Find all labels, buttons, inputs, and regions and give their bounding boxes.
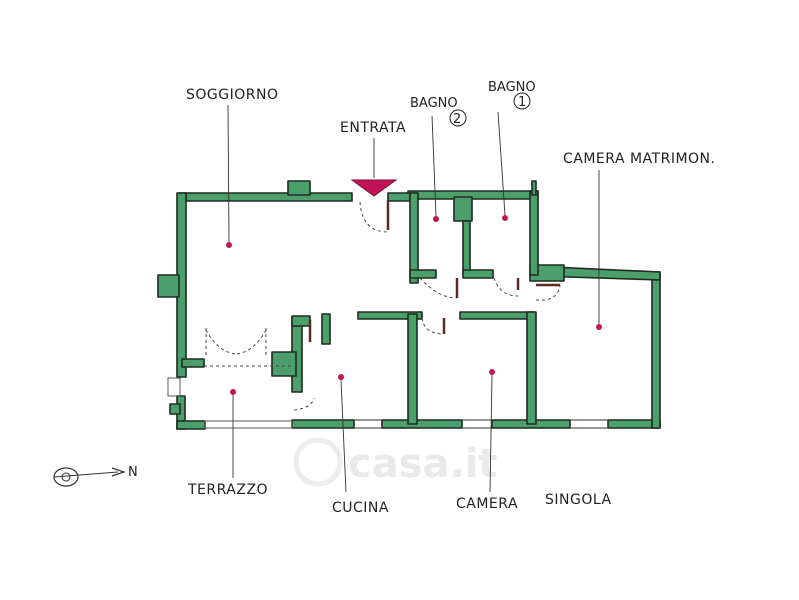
wall-top-bath: [407, 190, 539, 200]
wall-kitchen-notch: [321, 313, 331, 345]
label-bagno1-number: 1: [518, 95, 526, 110]
wall-top-cap: [531, 180, 537, 196]
bagno2-number-circle: [449, 109, 467, 127]
wall-right-bath: [529, 190, 539, 276]
leader-camera-singola: [489, 374, 493, 493]
marker-terrazzo: [230, 389, 236, 395]
wall-bottom-left: [176, 420, 206, 430]
label-entrata: ENTRATA: [340, 120, 406, 136]
window-master: [569, 419, 609, 429]
bagno1-number-circle: [513, 92, 531, 110]
wall-terrace-corner: [169, 403, 181, 415]
door-swing-living-b: [235, 329, 267, 355]
north-arrow-icon: N: [53, 465, 138, 487]
wall-living-terrace: [181, 358, 205, 368]
wall-bath-notch: [453, 196, 473, 222]
label-terrazzo: TERRAZZO: [187, 482, 268, 498]
wall-mid-horizontal-b: [459, 311, 535, 320]
room-labels: SOGGIORNO ENTRATA BAGNO 2 BAGNO 1 CAMERA…: [186, 80, 715, 516]
label-cucina: CUCINA: [332, 500, 389, 516]
door-leaves: [308, 200, 560, 342]
marker-bagno1: [502, 215, 508, 221]
watermark: casa.it: [293, 437, 498, 487]
door-swing-single: [421, 317, 445, 335]
entrance-arrow-icon: [350, 179, 398, 197]
wall-top-bump: [287, 180, 311, 196]
leader-bagno2: [431, 115, 437, 217]
wall-right-outer: [651, 271, 661, 429]
wall-kitchen-right: [407, 313, 418, 425]
marker-bagno2: [433, 216, 439, 222]
north-label: N: [128, 465, 138, 480]
wall-entry-right: [387, 192, 411, 202]
door-swing-bath2: [419, 277, 458, 299]
label-singola: SINGOLA: [545, 492, 612, 508]
wall-left-bump: [157, 274, 180, 298]
door-swing-master: [535, 284, 561, 301]
wall-bath-bottom-b: [462, 269, 494, 279]
marker-camera-singola: [489, 369, 495, 375]
marker-cucina: [338, 374, 344, 380]
marker-camera-matrimoniale: [596, 324, 602, 330]
label-bagno2-number: 2: [453, 112, 461, 127]
wall-bath-left: [409, 192, 419, 284]
wall-mid-horizontal-a: [357, 311, 423, 320]
window-left-terrace: [167, 377, 181, 397]
door-swing-bath1: [493, 277, 519, 297]
label-bagno2: BAGNO: [410, 96, 458, 111]
window-single: [461, 419, 493, 429]
wall-bottom-mid: [381, 419, 463, 429]
door-swing-entry: [359, 201, 389, 233]
leader-soggiorno: [227, 104, 230, 243]
wall-bath-bottom-a: [409, 269, 437, 279]
door-swing-terrace: [293, 397, 315, 411]
watermark-text: casa.it: [348, 441, 498, 487]
label-camera-matrimoniale: CAMERA MATRIMON.: [563, 151, 715, 167]
leader-bagno1: [497, 111, 506, 216]
leader-cucina: [340, 379, 347, 493]
leader-lines: [227, 104, 600, 493]
wall-kitchen-top: [291, 315, 311, 327]
wall-single-right: [526, 311, 537, 425]
wall-top-living: [177, 192, 353, 202]
marker-soggiorno: [226, 242, 232, 248]
door-swings: [204, 201, 561, 411]
door-swing-living-a: [205, 329, 237, 355]
wall-bath-divider: [462, 220, 471, 276]
wall-kitchen-stub: [271, 351, 297, 377]
wall-bottom-kitchen: [291, 419, 355, 429]
label-camera: CAMERA: [456, 496, 518, 512]
window-kitchen: [353, 419, 383, 429]
label-bagno1: BAGNO: [488, 80, 536, 95]
window-terrace: [204, 420, 293, 429]
room-markers: [226, 215, 602, 395]
walls: [157, 180, 661, 430]
label-soggiorno: SOGGIORNO: [186, 87, 278, 103]
windows: [167, 377, 609, 429]
